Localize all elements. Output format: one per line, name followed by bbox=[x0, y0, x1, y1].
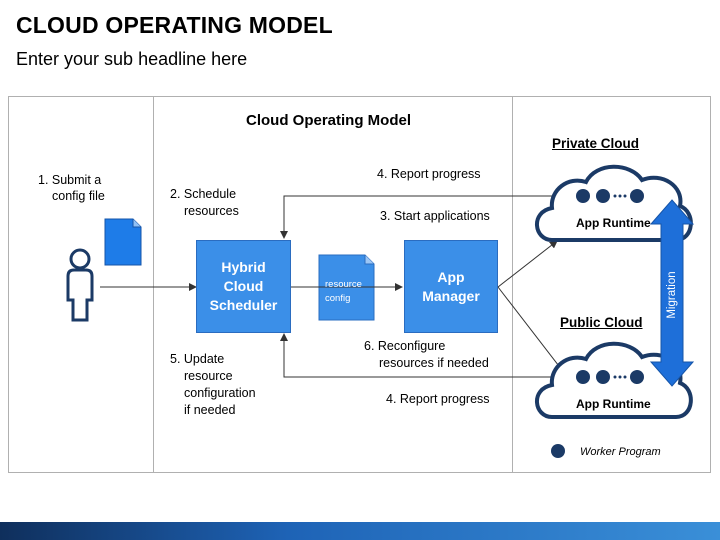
step-start-applications: 3. Start applications bbox=[380, 209, 490, 223]
step-reconfigure-line-1: 6. Reconfigure bbox=[364, 339, 446, 353]
resource-config-line-1: resource bbox=[325, 279, 362, 290]
public-cloud-heading: Public Cloud bbox=[560, 315, 643, 330]
private-cloud-icon bbox=[535, 164, 693, 242]
page-subtitle: Enter your sub headline here bbox=[16, 49, 248, 69]
scheduler-line-3: Scheduler bbox=[209, 297, 278, 313]
step-schedule-line-2: resources bbox=[184, 204, 239, 218]
step-schedule-line-1: 2. Schedule bbox=[170, 187, 237, 201]
worker-dots-public bbox=[576, 370, 644, 384]
scheduler-line-2: Cloud bbox=[223, 278, 264, 294]
step-update-line-2: resource bbox=[184, 369, 233, 383]
hybrid-cloud-scheduler-box: Hybrid Cloud Scheduler bbox=[196, 240, 291, 333]
private-cloud-heading: Private Cloud bbox=[552, 136, 640, 151]
step-update-line-1: 5. Update bbox=[170, 352, 225, 366]
migration-arrow bbox=[649, 199, 695, 387]
step-submit-line-1: 1. Submit a bbox=[38, 173, 102, 187]
legend-dot bbox=[551, 444, 565, 458]
app-manager-line-2: Manager bbox=[422, 287, 480, 304]
arrow-start-private bbox=[497, 240, 558, 288]
migration-label: Migration bbox=[666, 271, 678, 319]
diagram-title: Cloud Operating Model bbox=[246, 112, 411, 129]
footer-bar bbox=[0, 522, 720, 540]
app-manager-line-1: App bbox=[437, 268, 465, 285]
worker-dots-private bbox=[576, 189, 644, 203]
divider-right bbox=[512, 96, 513, 473]
public-app-runtime-label: App Runtime bbox=[576, 397, 651, 411]
step-reconfigure-line-2: resources if needed bbox=[379, 356, 489, 370]
user-icon bbox=[66, 248, 94, 322]
legend-worker-program: Worker Program bbox=[580, 446, 661, 458]
step-report-top: 4. Report progress bbox=[377, 167, 481, 181]
config-file-icon bbox=[104, 218, 142, 266]
page-title: CLOUD OPERATING MODEL bbox=[16, 12, 333, 38]
scheduler-line-1: Hybrid bbox=[221, 259, 266, 275]
private-app-runtime-label: App Runtime bbox=[576, 216, 651, 230]
arrow-report-top bbox=[280, 195, 583, 239]
step-submit-line-2: config file bbox=[52, 189, 105, 203]
resource-config-label: resource config bbox=[321, 278, 375, 306]
step-update-line-3: configuration bbox=[184, 386, 256, 400]
step-update-line-4: if needed bbox=[184, 403, 236, 417]
divider-left bbox=[153, 96, 154, 473]
arrow-report-bottom bbox=[280, 333, 583, 378]
resource-config-line-2: config bbox=[325, 293, 351, 304]
diagram-frame bbox=[8, 96, 711, 473]
step-report-bottom: 4. Report progress bbox=[386, 392, 490, 406]
app-manager-box: App Manager bbox=[404, 240, 498, 333]
